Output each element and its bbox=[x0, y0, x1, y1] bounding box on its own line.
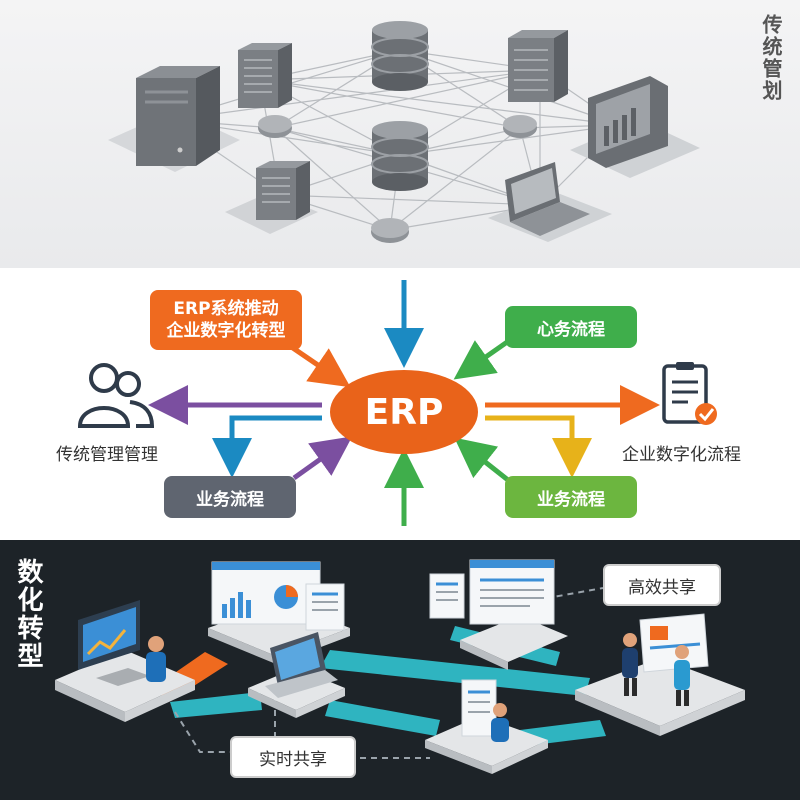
business-process-left-box: 业务流程 bbox=[164, 476, 296, 518]
arrow-erp-drive-in bbox=[288, 343, 351, 388]
traditional-management-title: 传统管划 bbox=[759, 14, 783, 102]
digital-transformation-title: 数化转型 bbox=[13, 558, 43, 670]
arrow-to-biz-left bbox=[212, 415, 322, 478]
analytics-workstation-icon bbox=[55, 600, 195, 722]
network-hub-icon bbox=[258, 115, 292, 138]
erp-drive-box: ERP系统推动 企业数字化转型 bbox=[150, 290, 302, 350]
realtime-sharing-callout: 实时共享 bbox=[230, 736, 356, 778]
tower-server-icon bbox=[108, 66, 240, 172]
rack-server-icon bbox=[508, 30, 568, 102]
traditional-management-caption: 传统管理管理 bbox=[56, 445, 158, 465]
digital-process-caption: 企业数字化流程 bbox=[622, 445, 741, 465]
erp-drive-line2: 企业数字化转型 bbox=[166, 321, 286, 341]
rack-server-icon bbox=[225, 161, 318, 234]
arrow-biz-left-in bbox=[292, 436, 353, 481]
arrow-biz-right-in bbox=[454, 437, 510, 482]
meeting-presentation-icon bbox=[575, 613, 745, 736]
erp-arrows bbox=[77, 280, 717, 526]
digital-transformation-section: 数化转型 高效共享 实时共享 bbox=[0, 540, 800, 800]
laptop-icon bbox=[248, 632, 345, 718]
arrow-to-digital-caption bbox=[485, 415, 592, 478]
server-operator-icon bbox=[425, 679, 548, 774]
laptop-icon bbox=[488, 162, 612, 242]
erp-center-node: ERP bbox=[330, 370, 478, 454]
network-hub-icon bbox=[503, 115, 537, 138]
network-hub-icon bbox=[371, 218, 409, 243]
digital-network-illustration bbox=[55, 559, 745, 774]
database-icon bbox=[371, 21, 429, 91]
erp-drive-line1: ERP系统推动 bbox=[173, 299, 279, 319]
document-check-icon bbox=[662, 362, 717, 425]
users-icon bbox=[77, 363, 155, 428]
efficient-sharing-callout: 高效共享 bbox=[603, 564, 721, 606]
dashboard-monitor-icon bbox=[570, 76, 700, 178]
rack-server-icon bbox=[238, 43, 292, 108]
network-illustration bbox=[108, 21, 700, 243]
report-monitor-icon bbox=[429, 559, 568, 670]
traditional-management-section: 传统管划 bbox=[0, 0, 800, 268]
erp-hub-section: ERP ERP系统推动 企业数字化转型 心务流程 业务流程 业务流程 传统管理管… bbox=[0, 268, 800, 540]
database-icon bbox=[371, 121, 429, 191]
core-process-box: 心务流程 bbox=[505, 306, 637, 348]
arrow-core-process-in bbox=[453, 337, 512, 380]
business-process-right-box: 业务流程 bbox=[505, 476, 637, 518]
